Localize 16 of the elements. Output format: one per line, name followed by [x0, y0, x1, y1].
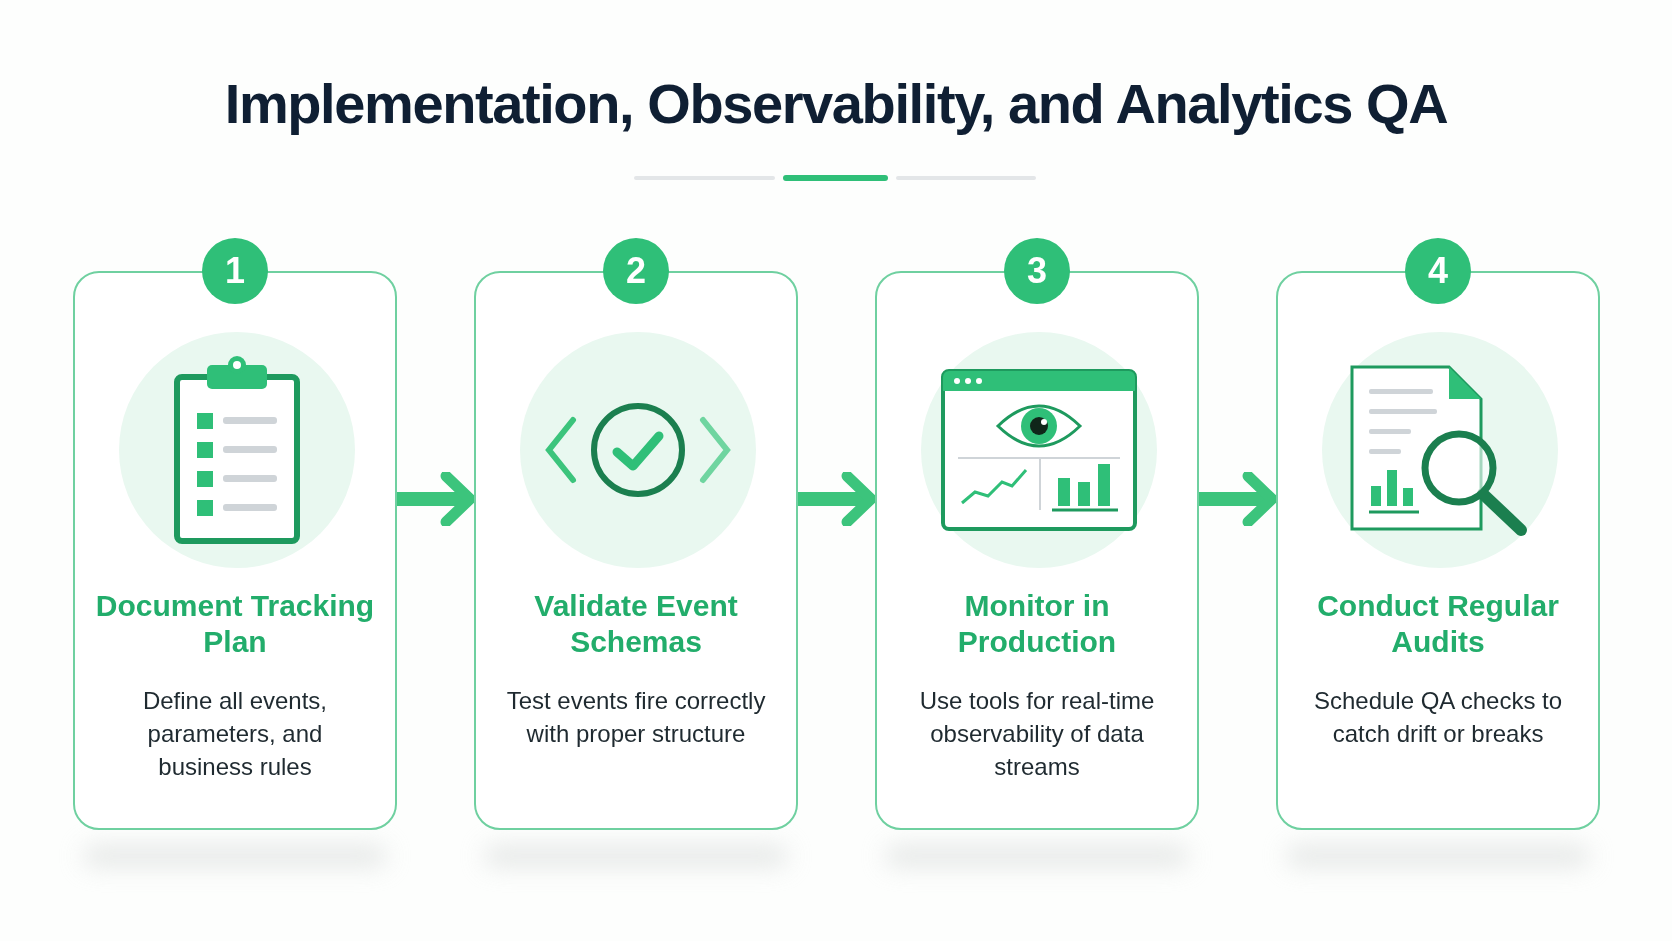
arrow — [1199, 470, 1278, 528]
step-description: Use tools for real-time observability of data streams — [918, 686, 1156, 782]
step-title: Monitor in Production — [956, 588, 1118, 660]
arrow — [798, 470, 877, 528]
step-title: Conduct Regular Audits — [1316, 588, 1560, 660]
step-title: Document Tracking Plan — [94, 588, 376, 660]
arrow — [397, 470, 476, 528]
step-number-badge: 2 — [603, 238, 669, 304]
step-description: Define all events, parameters, and business rules — [141, 686, 329, 782]
step-number-badge: 4 — [1405, 238, 1471, 304]
step-title: Validate Event Schemas — [533, 588, 739, 660]
step-description: Test events fire correctly with proper structure — [505, 686, 767, 749]
title: Implementation, Observability, and Analytics QA — [223, 71, 1449, 137]
step-number-badge: 1 — [202, 238, 268, 304]
step-number-badge: 3 — [1004, 238, 1070, 304]
step-description: Schedule QA checks to catch drift or breaks — [1312, 686, 1564, 749]
